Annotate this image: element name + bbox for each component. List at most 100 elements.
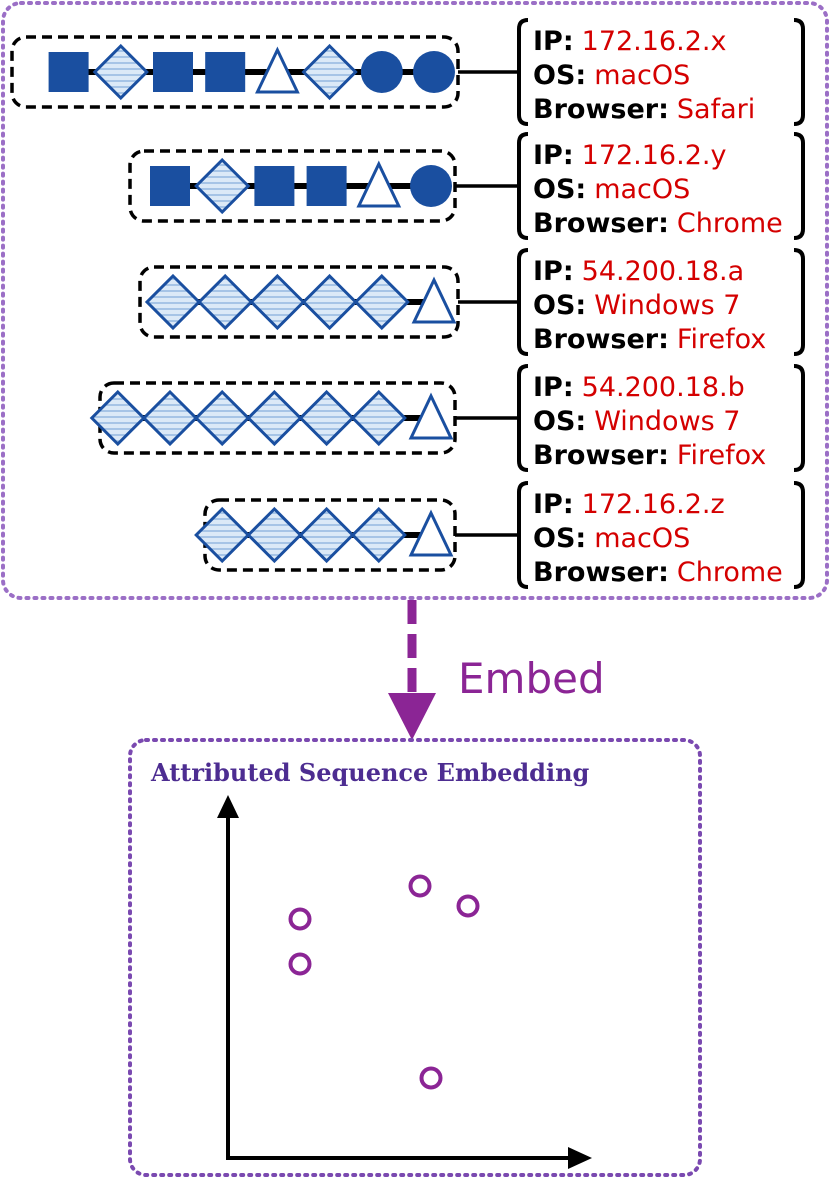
os-key: OS: (533, 60, 586, 91)
os-attribute: OS:macOS (533, 523, 690, 554)
diamond-event-icon (246, 389, 303, 447)
embedding-title: Attributed Sequence Embedding (150, 758, 590, 787)
ip-value: 172.16.2.z (582, 489, 725, 520)
square-event-icon (205, 52, 246, 92)
y-axis-arrowhead (217, 795, 239, 818)
ip-attribute: IP: 54.200.18.b (533, 372, 745, 403)
embed-arrow (388, 600, 436, 740)
square-event-icon (48, 52, 89, 92)
square-event-icon (150, 166, 190, 206)
ip-key: IP: (533, 372, 574, 403)
attribute-bracket-right (793, 18, 805, 126)
sequence-box (10, 35, 460, 109)
browser-key: Browser: (533, 324, 669, 355)
triangle-event-icon (356, 160, 402, 208)
attribute-bracket-left (517, 132, 529, 240)
attribute-bracket-left (517, 18, 529, 126)
sequences-frame (1, 1, 829, 600)
attribute-bracket-left (517, 481, 529, 589)
square-event-icon (306, 166, 347, 206)
embedding-points (288, 874, 480, 1090)
embedding-point (288, 907, 312, 931)
ip-key: IP: (533, 140, 574, 171)
os-attribute: OS: Windows 7 (533, 406, 741, 437)
browser-value: Chrome (677, 557, 783, 588)
diamond-event-icon (194, 506, 251, 564)
browser-value: Chrome (677, 208, 783, 239)
circle-event-icon (360, 51, 403, 93)
square-event-icon (254, 166, 295, 206)
os-key: OS: (533, 406, 586, 437)
browser-attribute: Browser:Chrome (533, 208, 783, 239)
attribute-bracket-right (793, 481, 805, 589)
diamond-event-icon (194, 157, 251, 215)
diamond-event-icon (246, 506, 303, 564)
diamond-event-icon (298, 389, 355, 447)
attribute-bracket-right (793, 248, 805, 356)
ip-key: IP: (533, 26, 574, 57)
circle-event-icon (413, 51, 455, 93)
browser-value: Firefox (677, 440, 766, 471)
browser-value: Firefox (677, 324, 766, 355)
diamond-event-icon (92, 43, 149, 101)
embedding-point (419, 1066, 443, 1090)
embed-label: Embed (458, 654, 605, 703)
attribute-bracket-left (517, 364, 529, 472)
triangle-event-icon (408, 392, 454, 440)
os-key: OS: (533, 174, 586, 205)
embedding-point (288, 952, 312, 976)
browser-key: Browser: (533, 440, 669, 471)
os-attribute: OS: Windows 7 (533, 290, 741, 321)
sequences-layer: IP:172.16.2.xOS:macOSBrowser:SafariIP:17… (10, 18, 805, 589)
ip-attribute: IP: 172.16.2.y (533, 140, 726, 171)
ip-attribute: IP: 172.16.2.z (533, 489, 725, 520)
ip-attribute: IP: 172.16.2.x (533, 26, 726, 57)
os-value: Windows 7 (594, 290, 740, 321)
ip-attribute: IP:54.200.18.a (533, 256, 744, 287)
browser-key: Browser: (533, 94, 669, 125)
diamond-event-icon (301, 43, 358, 101)
diamond-event-icon (350, 389, 407, 447)
attribute-bracket-right (793, 364, 805, 472)
embedding-point (456, 894, 480, 918)
diamond-event-icon (350, 506, 407, 564)
diamond-event-icon (298, 506, 355, 564)
x-axis-arrowhead (568, 1147, 592, 1169)
sequence-box (138, 265, 460, 339)
ip-value: 54.200.18.a (582, 256, 745, 287)
os-attribute: OS:macOS (533, 174, 690, 205)
attribute-bracket-left (517, 248, 529, 356)
os-value: macOS (594, 523, 690, 554)
embedding-plot (217, 795, 592, 1169)
ip-value: 54.200.18.b (582, 372, 745, 403)
os-value: Windows 7 (594, 406, 740, 437)
browser-attribute: Browser: Firefox (533, 440, 766, 471)
ip-value: 172.16.2.x (582, 26, 727, 57)
browser-attribute: Browser: Chrome (533, 557, 783, 588)
browser-attribute: Browser: Firefox (533, 324, 766, 355)
embedding-point (408, 874, 432, 898)
ip-key: IP: (533, 489, 574, 520)
browser-key: Browser: (533, 557, 669, 588)
circle-event-icon (410, 165, 452, 207)
diamond-event-icon (301, 273, 358, 331)
os-key: OS: (533, 290, 586, 321)
os-value: macOS (594, 60, 690, 91)
ip-value: 172.16.2.y (582, 140, 727, 171)
browser-value: Safari (677, 94, 755, 125)
diamond-event-icon (194, 389, 251, 447)
diamond-event-icon (141, 389, 199, 447)
browser-attribute: Browser: Safari (533, 94, 755, 125)
attribute-bracket-right (793, 132, 805, 240)
diamond-event-icon (197, 273, 254, 331)
diamond-event-icon (249, 273, 306, 331)
square-event-icon (153, 52, 193, 92)
triangle-event-icon (255, 46, 300, 94)
diamond-event-icon (353, 273, 410, 331)
